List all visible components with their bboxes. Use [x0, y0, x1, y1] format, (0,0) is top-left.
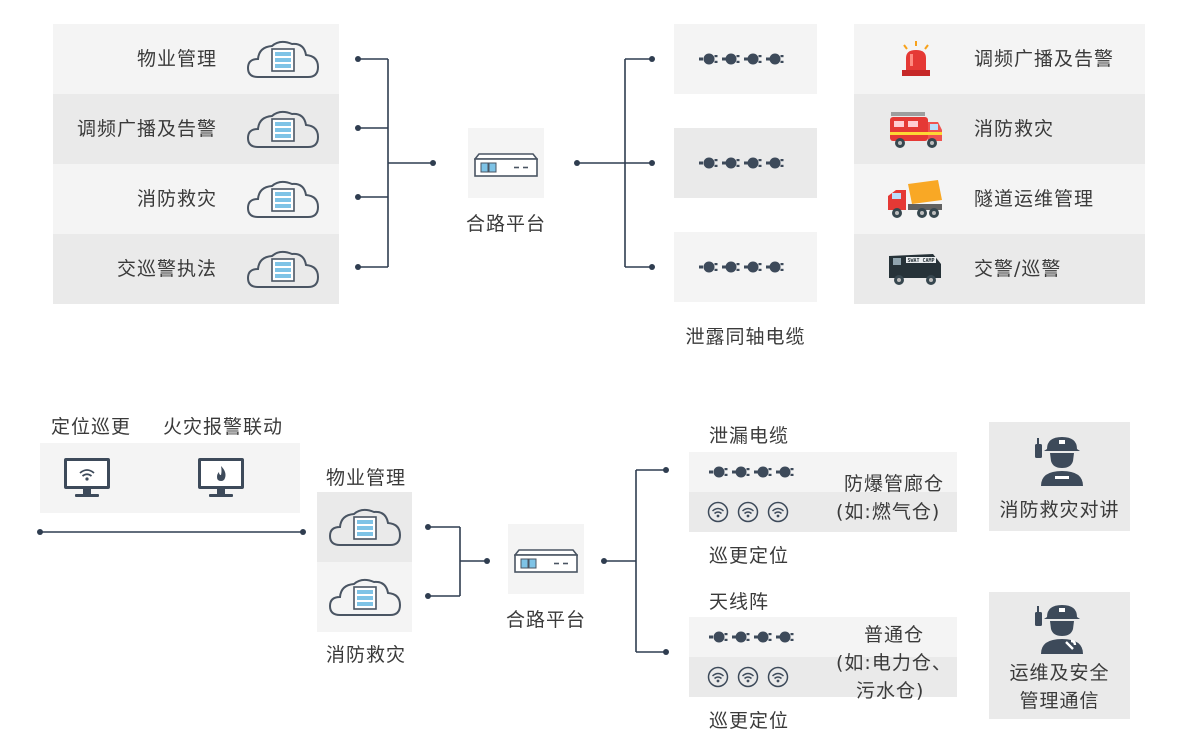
- normal-room-line3: 污水仓): [856, 680, 925, 702]
- top-left-item-2-label: 调频广播及告警: [76, 118, 217, 140]
- top-right-item-4-label: 交警/巡警: [974, 258, 1062, 280]
- center-cloud-1: [317, 492, 412, 562]
- antenna-wifi-row: [689, 657, 957, 697]
- top-cable-3: [674, 232, 817, 302]
- top-right-item-1-label: 调频广播及告警: [974, 48, 1115, 70]
- ops-card: 运维及安全 管理通信: [989, 592, 1130, 719]
- top-left-item-3: 消防救灾: [53, 164, 339, 234]
- top-platform-label: 合路平台: [465, 213, 546, 235]
- ops-line2: 管理通信: [1019, 690, 1100, 712]
- top-left-item-3-label: 消防救灾: [136, 188, 217, 210]
- normal-room-line1: 普通仓: [864, 624, 925, 646]
- cloud-server-icon: [246, 180, 320, 218]
- cloud-server-icon: [246, 250, 320, 288]
- top-cable-1: [674, 24, 817, 94]
- center-cloud-2: [317, 562, 412, 632]
- combiner-device-icon: [514, 549, 578, 573]
- antenna-cable-row: [689, 617, 957, 657]
- top-cable-2: [674, 128, 817, 198]
- antenna-label: 天线阵: [709, 591, 770, 613]
- explosion-room-line1: 防爆管廊仓: [844, 473, 945, 495]
- top-right-item-3-label: 隧道运维管理: [974, 188, 1095, 210]
- leaky-cable-icon: [709, 631, 794, 643]
- explosion-room-line2: (如:燃气仓): [836, 501, 941, 523]
- top-left-item-1-label: 物业管理: [136, 48, 217, 70]
- top-right-item-1: 调频广播及告警: [854, 24, 1145, 94]
- cloud-server-icon: [246, 40, 320, 78]
- alarm-light-icon: [902, 41, 930, 76]
- top-left-item-1: 物业管理: [53, 24, 339, 94]
- firefighter-radio-icon: [1035, 437, 1083, 486]
- swat-van-icon: SWAT CAMP: [889, 254, 941, 285]
- van-text: SWAT CAMP: [907, 258, 934, 264]
- leaky-cable-icon: [699, 157, 784, 169]
- cable-label: 泄露同轴电缆: [685, 326, 806, 348]
- leaky-wifi-row: [689, 492, 957, 532]
- top-right-item-4: SWAT CAMP 交警/巡警: [854, 234, 1145, 304]
- fire-alarm-label: 火灾报警联动: [163, 416, 284, 438]
- top-left-item-2: 调频广播及告警: [53, 94, 339, 164]
- leaky-cable-label: 泄漏电缆: [709, 425, 790, 447]
- top-right-item-3: 隧道运维管理: [854, 164, 1145, 234]
- patrol-label: 定位巡更: [51, 416, 132, 438]
- bottom-left-panel: [40, 443, 300, 513]
- cloud-server-icon: [328, 508, 402, 546]
- combiner-device-icon: [474, 153, 538, 177]
- cloud-server-icon: [246, 110, 320, 148]
- monitor-wifi-icon: [64, 458, 110, 497]
- fire-talk-label: 消防救灾对讲: [999, 499, 1120, 521]
- center-top-label: 物业管理: [325, 467, 406, 489]
- leaky-cable-row: [689, 452, 957, 492]
- top-right-item-2-label: 消防救灾: [974, 118, 1055, 140]
- ops-line1: 运维及安全: [1009, 662, 1110, 684]
- worker-radio-icon: [1035, 605, 1083, 654]
- fire-talk-card: 消防救灾对讲: [989, 422, 1130, 531]
- leaky-cable-icon: [699, 261, 784, 273]
- leaky-cable-icon: [709, 466, 794, 478]
- leaky-cable-icon: [699, 53, 784, 65]
- cloud-server-icon: [328, 578, 402, 616]
- monitor-fire-icon: [198, 458, 244, 497]
- dump-truck-icon: [888, 180, 942, 218]
- top-left-item-4: 交巡警执法: [53, 234, 339, 304]
- bottom-platform-label: 合路平台: [505, 609, 586, 631]
- top-left-item-4-label: 交巡警执法: [116, 258, 217, 280]
- center-bottom-label: 消防救灾: [325, 644, 406, 666]
- top-platform: [468, 128, 544, 198]
- wifi-beacon-icon: [707, 666, 789, 688]
- wifi-beacon-icon: [707, 501, 789, 523]
- bottom-platform: [508, 524, 584, 594]
- fire-truck-icon: [890, 112, 942, 148]
- normal-room-line2: (如:电力仓、: [836, 652, 952, 674]
- leaky-patrol-label: 巡更定位: [709, 545, 790, 567]
- antenna-patrol-label: 巡更定位: [709, 710, 790, 732]
- top-right-item-2: 消防救灾: [854, 94, 1145, 164]
